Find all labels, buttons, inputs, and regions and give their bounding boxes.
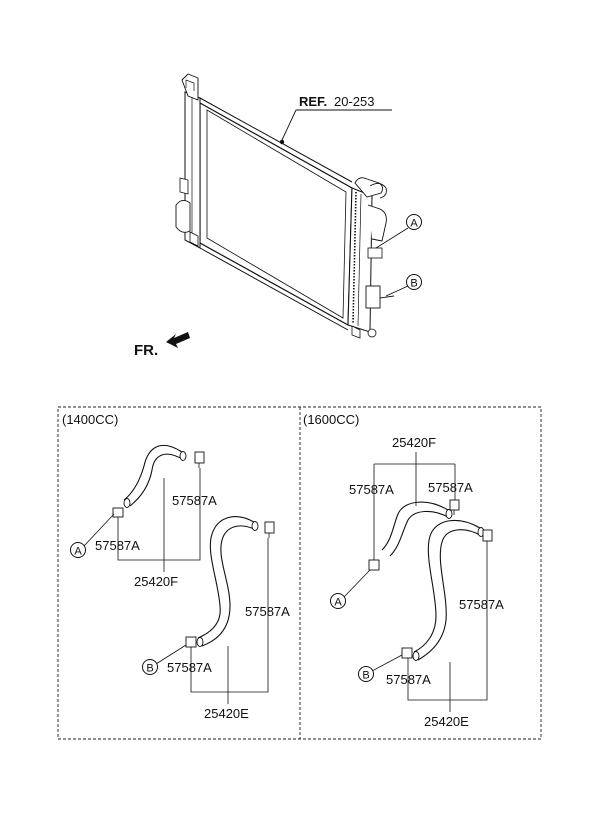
label-clamp-b: 57587A [386,672,431,687]
ref-prefix: REF. [299,94,327,109]
label-hose-upper: 25420F [392,435,436,450]
radiator-callout-a: A [375,214,422,249]
front-direction-indicator: FR. [134,332,190,359]
label-clamp-b: 57587A [167,660,212,675]
radiator-callout-b: B [385,274,422,297]
label-clamp-lower-right: 57587A [459,597,504,612]
panel-1400cc: (1400CC) A 57587A 57587A 25420F [62,412,290,721]
hose-25420f [381,501,453,557]
label-clamp-upper-right: 57587A [428,480,473,495]
clamp-57587a [264,521,275,538]
clamp-57587a [368,559,380,571]
clamp-57587a [449,499,460,515]
callout-a-letter: A [334,597,342,609]
clamp-57587a [185,636,197,648]
hose-25420e [412,519,485,661]
front-label: FR. [134,342,158,359]
label-clamp-upper-left: 57587A [349,482,394,497]
label-clamp-lower-right: 57587A [245,604,290,619]
ref-number: 20-253 [334,94,374,109]
clamp-57587a [194,451,205,468]
panel-title-1600cc: (1600CC) [303,412,359,427]
callout-b-letter: B [146,663,153,675]
callout-b-letter: B [410,278,417,290]
hose-25420f [123,444,187,508]
label-hose-lower: 25420E [204,706,249,721]
hose-25420e [196,516,259,647]
label-clamp-upper: 57587A [172,493,217,508]
callout-a-letter: A [74,546,82,558]
clamp-57587a [482,529,493,546]
panel-title-1400cc: (1400CC) [62,412,118,427]
hose-panels-frame [57,406,542,740]
front-arrow-icon [166,332,190,348]
clamp-57587a [112,507,124,518]
radiator-assembly [175,73,395,339]
callout-b-letter: B [362,670,369,682]
label-clamp-a: 57587A [95,538,140,553]
clamp-57587a [401,647,413,659]
ref-callout: REF. 20-253 [281,94,392,141]
label-hose-upper: 25420F [134,574,178,589]
label-hose-lower: 25420E [424,714,469,729]
panel-1600cc: (1600CC) 25420F 57587A 57587A A [303,412,504,729]
callout-a-letter: A [410,218,418,230]
